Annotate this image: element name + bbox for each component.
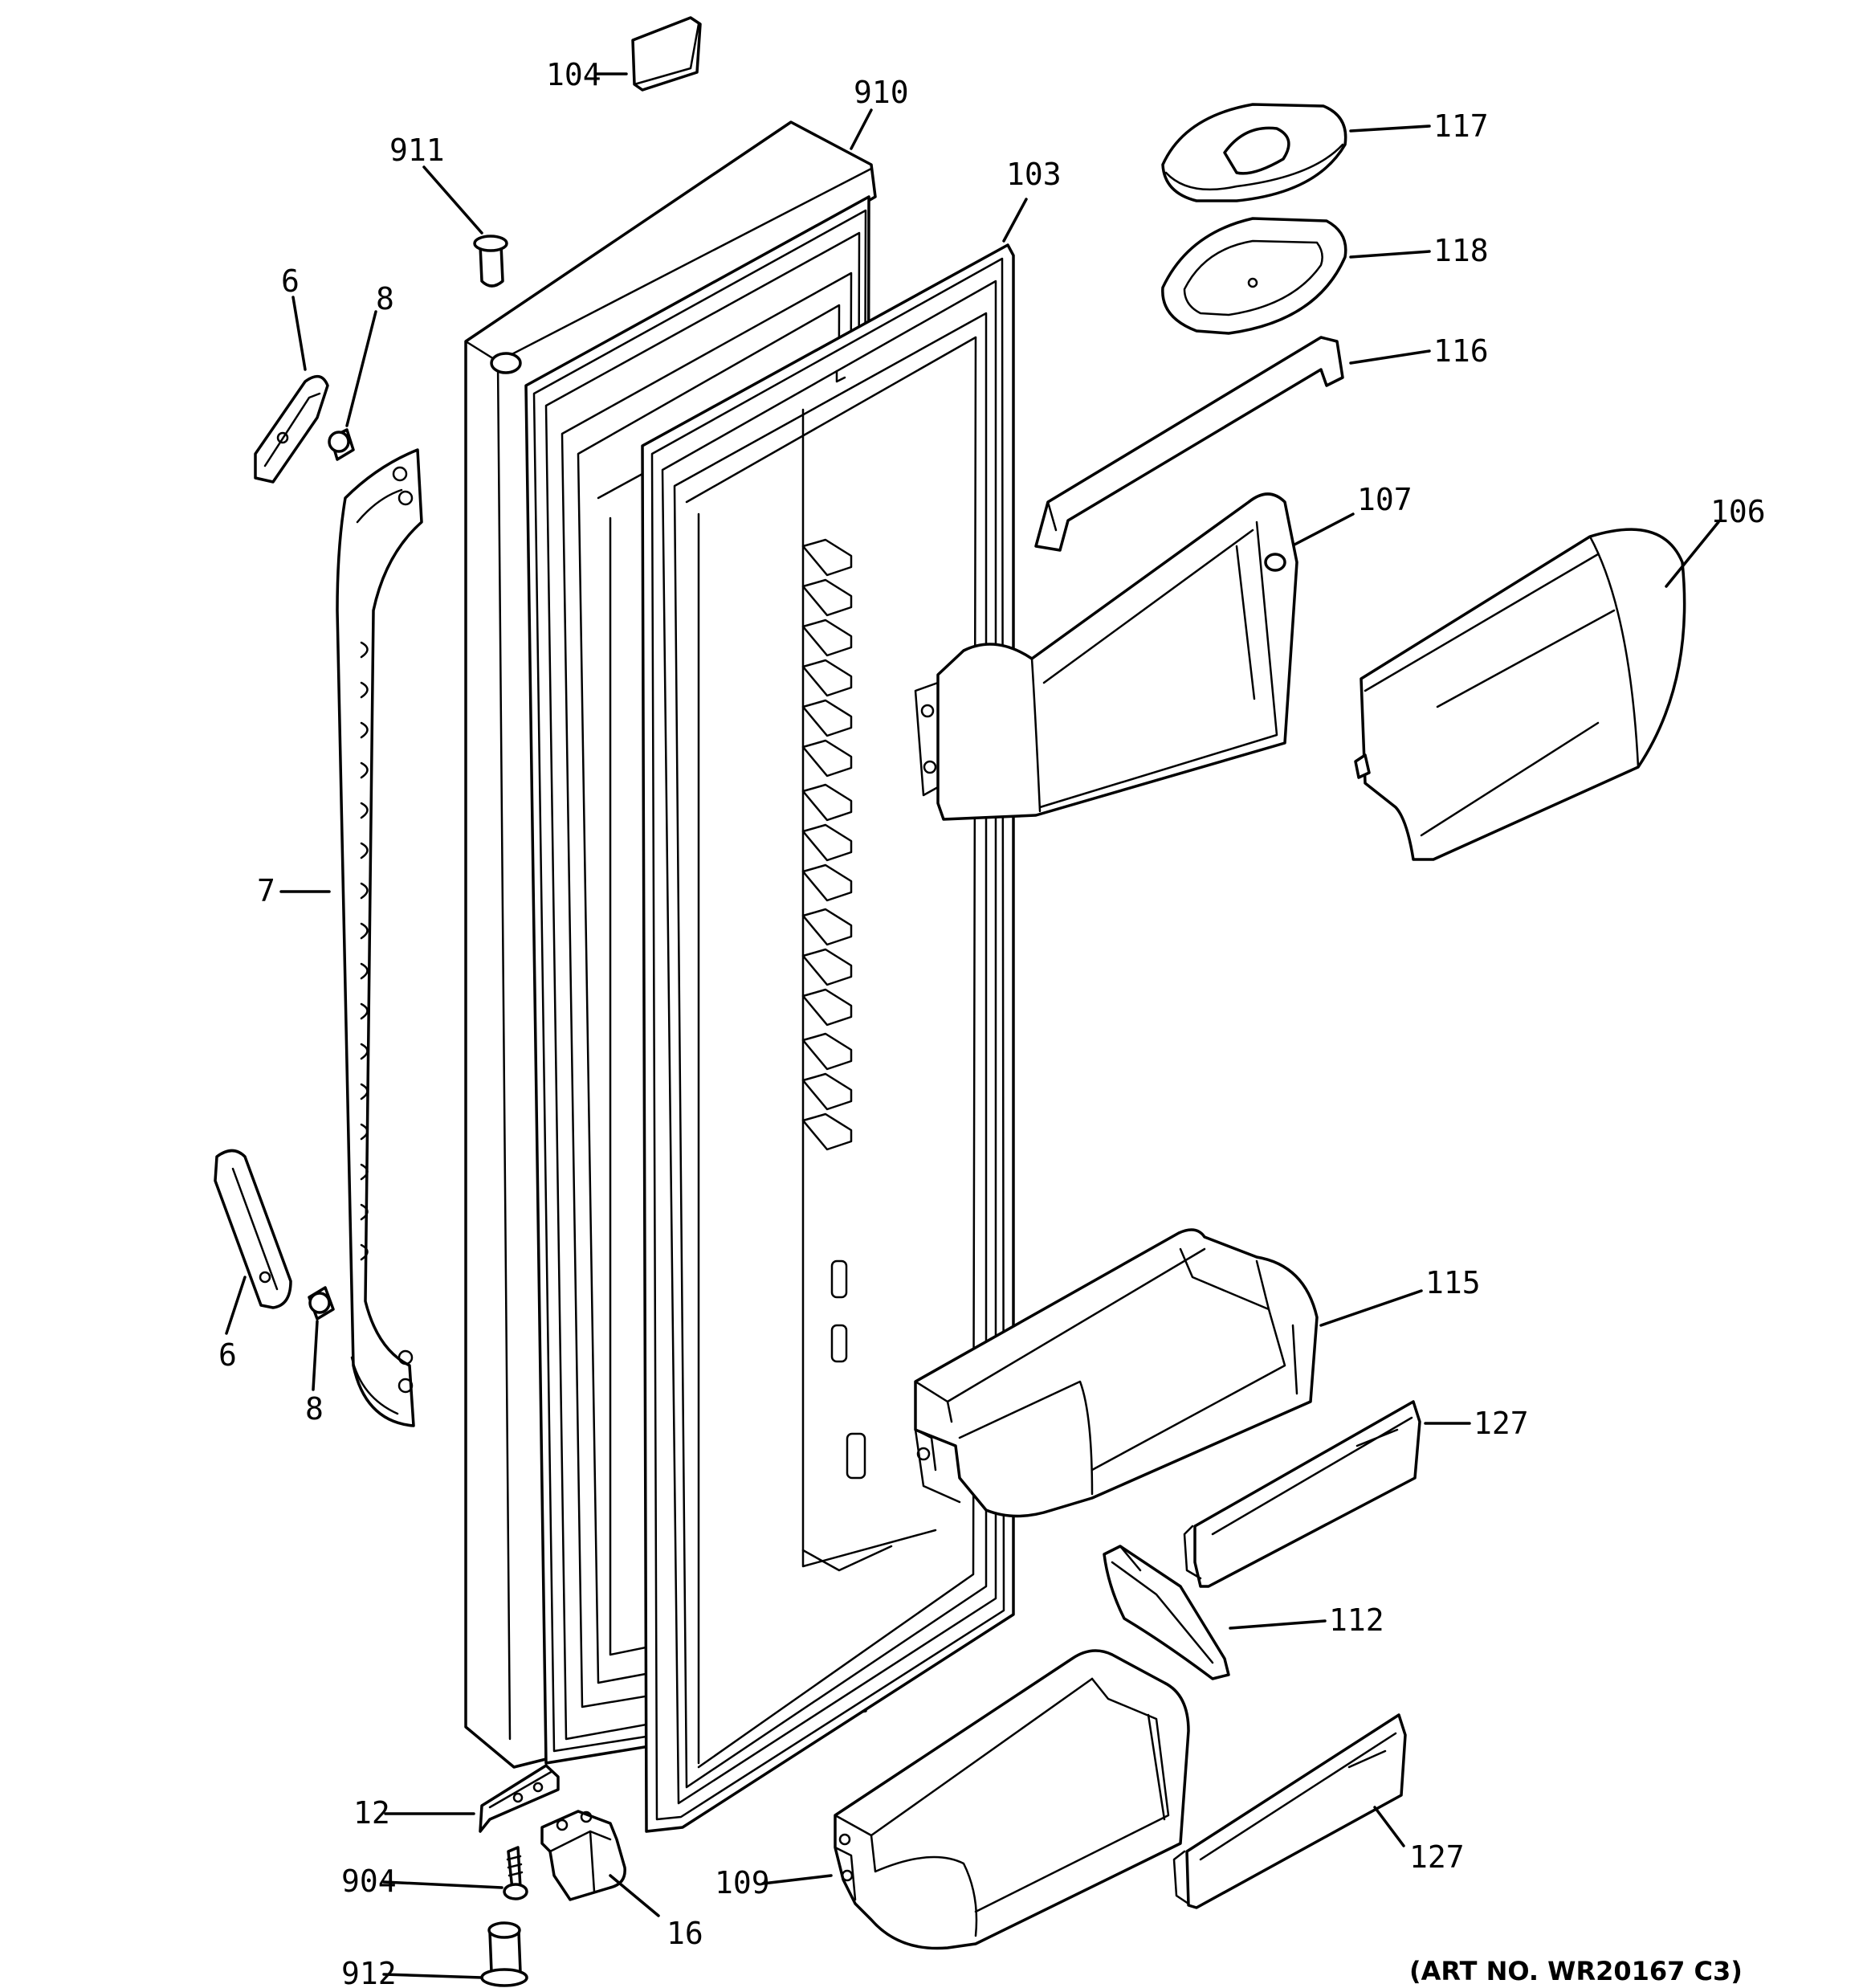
- part-904-screw: [503, 1846, 528, 1900]
- label-8-top: 8: [376, 281, 394, 316]
- label-103: 103: [1006, 157, 1062, 192]
- part-104-cap: [631, 16, 702, 92]
- part-127-bin-front-upper: [1183, 1400, 1421, 1588]
- label-16: 16: [667, 1916, 703, 1951]
- part-109-lower-bin: [834, 1649, 1190, 1950]
- part-107-door-bin: [914, 492, 1298, 821]
- label-104: 104: [546, 57, 601, 92]
- part-103-gasket: [641, 243, 1015, 1833]
- label-115: 115: [1425, 1265, 1481, 1300]
- label-127-upper: 127: [1474, 1406, 1529, 1441]
- part-12-hinge-bracket: [479, 1764, 560, 1833]
- part-912-pin: [480, 1921, 528, 1987]
- part-16-hinge: [540, 1810, 626, 1901]
- label-116: 116: [1433, 333, 1489, 369]
- handle-grip-ridges: [360, 641, 369, 1261]
- label-6-top: 6: [281, 263, 300, 299]
- leader-lines: [225, 72, 1720, 1979]
- label-112: 112: [1329, 1602, 1384, 1638]
- part-6-endcap-top: [254, 374, 329, 484]
- label-107: 107: [1357, 482, 1413, 517]
- part-118-dairy-bin: [1161, 217, 1347, 335]
- art-number: (ART NO. WR20167 C3): [1409, 1956, 1743, 1986]
- part-8-screw-bottom: [308, 1286, 335, 1321]
- part-116-rail: [1034, 336, 1344, 552]
- label-911: 911: [389, 133, 445, 168]
- label-6-bottom: 6: [218, 1337, 237, 1373]
- label-117: 117: [1433, 108, 1489, 144]
- shelf-rail-tabs: [801, 538, 853, 1151]
- part-112-bin-end: [1103, 1545, 1230, 1680]
- part-117-dairy-cover: [1161, 103, 1347, 202]
- part-115-large-bin: [914, 1228, 1319, 1518]
- part-7-handle: [336, 448, 423, 1427]
- label-910: 910: [854, 75, 909, 110]
- label-127-lower: 127: [1409, 1839, 1465, 1875]
- part-labels: 104 910 911 103 117 118 116 6 8 107 106 …: [218, 57, 1766, 1988]
- part-6-endcap-bottom: [214, 1149, 292, 1309]
- label-109: 109: [715, 1865, 770, 1900]
- label-904: 904: [341, 1863, 397, 1899]
- part-106-bin-cover: [1354, 528, 1686, 861]
- label-12: 12: [353, 1795, 390, 1831]
- label-7: 7: [257, 873, 275, 908]
- part-911-bushing: [473, 235, 508, 288]
- part-8-screw-top: [328, 428, 355, 461]
- label-912: 912: [341, 1956, 397, 1988]
- label-118: 118: [1433, 233, 1489, 268]
- label-8-bottom: 8: [305, 1391, 324, 1427]
- label-106: 106: [1710, 494, 1766, 529]
- part-127-bin-front-lower: [1172, 1713, 1407, 1909]
